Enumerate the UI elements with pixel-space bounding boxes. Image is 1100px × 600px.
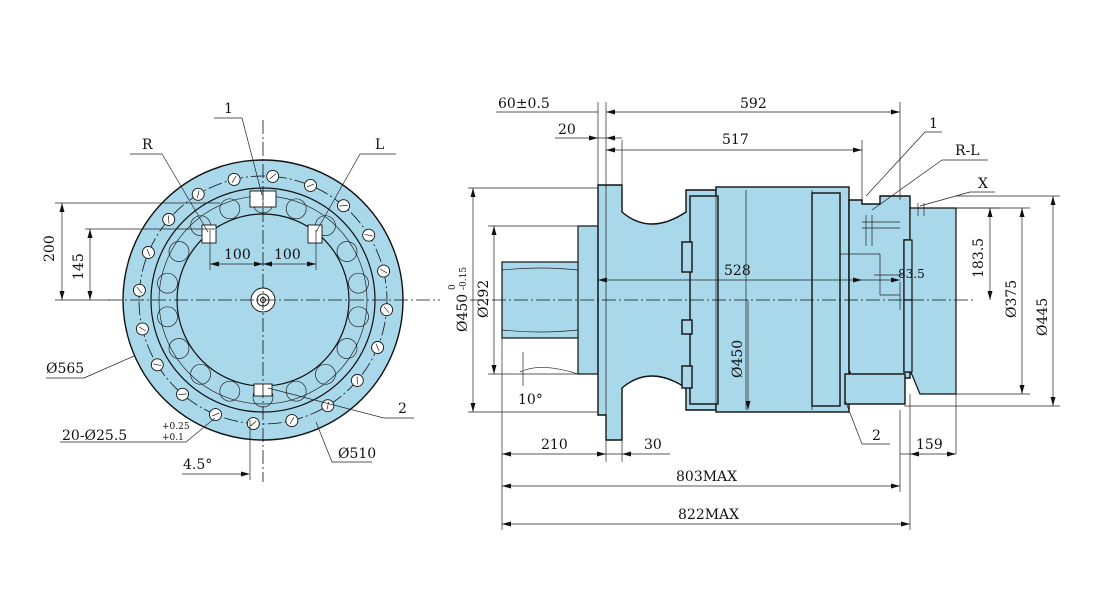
- scallop: [348, 306, 369, 328]
- scallop: [157, 272, 178, 294]
- scallop: [168, 241, 190, 262]
- front-callout-1: 1: [224, 101, 233, 117]
- dim-450-body: Ø450: [730, 340, 746, 378]
- port-L: [307, 224, 323, 244]
- holes-tol-lower: +0.1: [162, 433, 184, 443]
- scallop: [168, 338, 190, 359]
- scallop: [157, 306, 178, 328]
- scallop: [219, 198, 241, 220]
- scallop: [315, 363, 336, 385]
- scallop: [285, 198, 307, 220]
- dim-822max: 822MAX: [678, 507, 739, 523]
- motor-step: [844, 373, 906, 405]
- side-callout-1: 1: [929, 116, 938, 132]
- front-callout-L: L: [375, 137, 384, 153]
- dim-30: 30: [644, 437, 662, 453]
- scallop: [190, 363, 211, 385]
- dim-450-tol-upper: 0: [448, 284, 458, 290]
- dim-100-right: 100: [274, 247, 301, 263]
- dim-20: 20: [558, 122, 576, 138]
- dim-100-left: 100: [224, 247, 251, 263]
- dim-375: Ø375: [1004, 280, 1020, 318]
- brake-cap: [909, 207, 957, 395]
- front-callout-2: 2: [398, 401, 407, 417]
- scallop: [348, 272, 369, 294]
- scallop: [285, 380, 307, 402]
- front-callout-R: R: [142, 137, 153, 153]
- dim-60: 60±0.5: [498, 96, 550, 112]
- dim-292: Ø292: [476, 280, 492, 318]
- side-callout-RL: R-L: [955, 143, 980, 159]
- dim-803max: 803MAX: [676, 469, 737, 485]
- dim-10-deg: 10°: [518, 392, 543, 408]
- dim-4-5-deg: 4.5°: [183, 457, 212, 473]
- scallop: [336, 241, 358, 262]
- dim-200: 200: [42, 235, 58, 262]
- dim-592: 592: [740, 96, 767, 112]
- dim-145: 145: [71, 253, 87, 280]
- dim-159: 159: [916, 437, 943, 453]
- dim-183-5: 183.5: [971, 238, 987, 278]
- holes-tol-upper: +0.25: [162, 422, 190, 432]
- front-view: 200 145 100 100 1 R L 2: [42, 101, 440, 482]
- body-rib-right: [811, 192, 841, 407]
- boss-low: [681, 365, 693, 389]
- motor-housing: [848, 195, 911, 379]
- scallop-pattern: [157, 192, 369, 408]
- dim-83-5: 83.5: [898, 267, 925, 281]
- dim-450-pilot: Ø450: [455, 294, 471, 332]
- flange-bolts: [132, 169, 394, 431]
- side-callout-2: 2: [872, 428, 881, 444]
- boss-mid: [681, 319, 693, 335]
- side-callout-X: X: [978, 176, 988, 192]
- dim-510: Ø510: [338, 446, 376, 462]
- dim-528: 528: [724, 263, 751, 279]
- dim-565: Ø565: [46, 361, 84, 377]
- boss-top: [681, 241, 693, 273]
- side-view: 60±0.5 592 20 517 1 R-L X 528: [448, 96, 1060, 530]
- holes-spec: 20-Ø25.5: [62, 428, 127, 444]
- dim-445: Ø445: [1035, 298, 1051, 336]
- scallop: [219, 380, 241, 402]
- dim-517: 517: [722, 132, 749, 148]
- port-R: [201, 224, 217, 244]
- dim-450-tol-lower: -0.15: [459, 267, 469, 290]
- dim-210: 210: [541, 437, 568, 453]
- scallop: [336, 338, 358, 359]
